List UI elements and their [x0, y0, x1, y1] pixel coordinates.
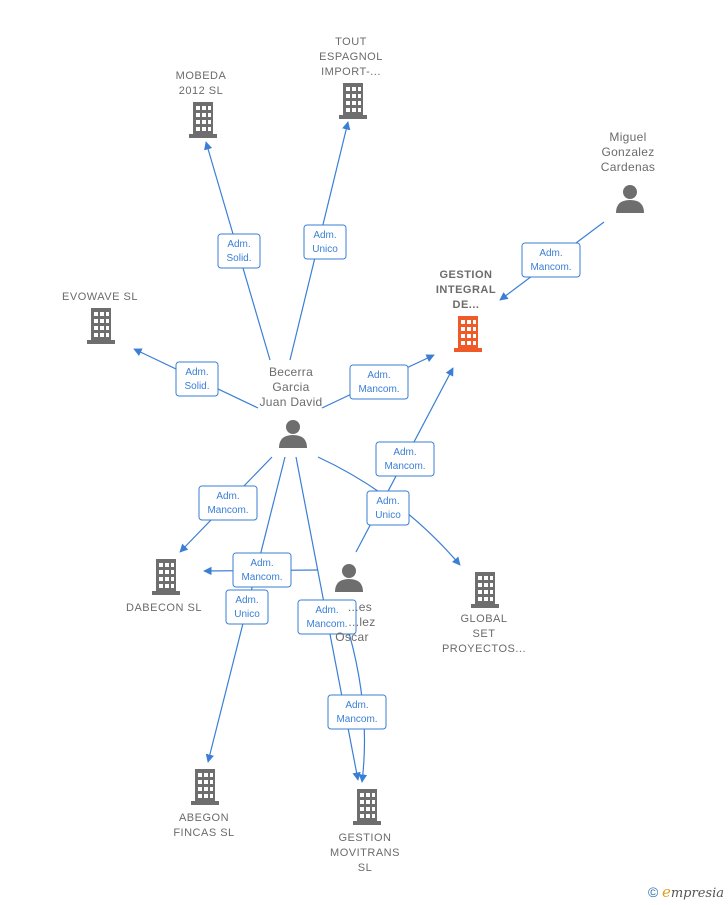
building-icon — [454, 316, 482, 352]
node-label-line: Garcia — [272, 380, 309, 394]
svg-text:Mancom.: Mancom. — [336, 714, 377, 725]
svg-text:Mancom.: Mancom. — [530, 262, 571, 273]
svg-text:Adm.: Adm. — [185, 367, 208, 378]
node-label-line: Cardenas — [601, 160, 655, 174]
svg-text:Adm.: Adm. — [250, 558, 273, 569]
node-label-line: GESTION — [439, 269, 492, 281]
node-label-line: EVOWAVE SL — [62, 291, 138, 303]
badge-becerra-mobeda[interactable]: Adm. Solid. — [217, 233, 261, 269]
brand-name: mpresia — [670, 886, 724, 901]
node-label-line: Juan David — [259, 395, 322, 409]
svg-text:Adm.: Adm. — [393, 447, 416, 458]
node-tout[interactable]: TOUT ESPAGNOL IMPORT-... — [319, 36, 383, 119]
badge-becerra-global[interactable]: Adm. Unico — [366, 490, 410, 526]
badge-oscar-gestion[interactable]: Adm. Mancom. — [375, 441, 435, 477]
svg-text:Adm.: Adm. — [315, 605, 338, 616]
svg-text:Adm.: Adm. — [235, 595, 258, 606]
node-label-line: INTEGRAL — [436, 284, 496, 296]
node-label-line: MOVITRANS — [330, 847, 400, 859]
badge-becerra-evowave[interactable]: Adm. Solid. — [175, 361, 219, 397]
person-icon — [616, 185, 644, 213]
svg-text:Adm.: Adm. — [345, 700, 368, 711]
node-label-line: GLOBAL — [460, 613, 507, 625]
building-icon — [339, 83, 367, 119]
copyright-symbol: © — [648, 884, 659, 900]
node-label-line: GESTION — [338, 832, 391, 844]
node-label-line: PROYECTOS... — [442, 643, 526, 655]
node-gestion-integral[interactable]: GESTION INTEGRAL DE... — [436, 269, 496, 352]
brand-initial: e — [661, 883, 671, 901]
svg-text:Adm.: Adm. — [376, 496, 399, 507]
empresia-logo: © empresia — [648, 883, 724, 901]
badge-oscar-dabecon[interactable]: Adm. Mancom. — [232, 552, 292, 588]
node-gestion-movitrans[interactable]: GESTION MOVITRANS SL — [330, 789, 400, 874]
svg-text:Unico: Unico — [234, 609, 260, 620]
badge-becerra-dabecon[interactable]: Adm. Mancom. — [198, 485, 258, 521]
building-icon — [471, 572, 499, 608]
building-icon — [191, 769, 219, 805]
node-label-line: Oscar — [335, 630, 369, 644]
node-dabecon[interactable]: DABECON SL — [126, 559, 202, 614]
svg-text:Unico: Unico — [312, 244, 338, 255]
building-icon — [87, 308, 115, 344]
svg-text:Mancom.: Mancom. — [384, 461, 425, 472]
node-global-set[interactable]: GLOBAL SET PROYECTOS... — [442, 572, 526, 655]
node-label-line: Miguel — [609, 130, 646, 144]
badge-becerra-abegon[interactable]: Adm. Unico — [225, 589, 269, 625]
node-label-line: ...lez — [348, 615, 375, 629]
node-label-line: ...es — [348, 600, 372, 614]
building-icon — [189, 102, 217, 138]
node-label-line: TOUT — [335, 36, 367, 48]
node-label-line: DE... — [453, 299, 480, 311]
svg-text:Solid.: Solid. — [184, 381, 209, 392]
node-label-line: IMPORT-... — [321, 66, 381, 78]
svg-text:Mancom.: Mancom. — [306, 619, 347, 630]
node-becerra[interactable]: Becerra Garcia Juan David — [259, 365, 322, 448]
node-evowave[interactable]: EVOWAVE SL — [62, 291, 138, 344]
node-label-line: SET — [473, 628, 496, 640]
node-label-line: Becerra — [269, 365, 313, 379]
node-label-line: FINCAS SL — [173, 827, 234, 839]
svg-text:Adm.: Adm. — [539, 248, 562, 259]
node-mobeda[interactable]: MOBEDA 2012 SL — [176, 70, 227, 138]
node-label-line: ABEGON — [179, 812, 229, 824]
badge-becerra-movitrans[interactable]: Adm. Mancom. — [297, 599, 357, 635]
svg-text:Adm.: Adm. — [313, 230, 336, 241]
building-icon — [353, 789, 381, 825]
node-miguel[interactable]: Miguel Gonzalez Cardenas — [601, 130, 655, 213]
svg-text:Unico: Unico — [375, 510, 401, 521]
svg-text:Adm.: Adm. — [227, 239, 250, 250]
edge-badges: Adm. Solid. Adm. Unico Adm. Mancom. Adm. Sol… — [175, 224, 581, 730]
svg-text:Adm.: Adm. — [367, 370, 390, 381]
node-label-line: Gonzalez — [601, 145, 654, 159]
node-label-line: SL — [358, 862, 372, 874]
node-abegon[interactable]: ABEGON FINCAS SL — [173, 769, 234, 839]
badge-becerra-tout[interactable]: Adm. Unico — [303, 224, 347, 260]
svg-text:Mancom.: Mancom. — [358, 384, 399, 395]
edges — [133, 121, 605, 783]
node-label-line: 2012 SL — [179, 85, 223, 97]
svg-text:Adm.: Adm. — [216, 491, 239, 502]
badge-miguel-gestion[interactable]: Adm. Mancom. — [521, 242, 581, 278]
node-label-line: DABECON SL — [126, 602, 202, 614]
node-label-line: MOBEDA — [176, 70, 227, 82]
svg-text:Mancom.: Mancom. — [207, 505, 248, 516]
svg-text:Mancom.: Mancom. — [241, 572, 282, 583]
svg-text:Solid.: Solid. — [226, 253, 251, 264]
person-icon — [279, 420, 307, 448]
node-label-line: ESPAGNOL — [319, 51, 383, 63]
person-icon — [335, 564, 363, 592]
badge-oscar-movitrans[interactable]: Adm. Mancom. — [327, 694, 387, 730]
node-oscar[interactable]: ...es ...lez Oscar — [335, 564, 376, 644]
building-icon — [152, 559, 180, 595]
badge-becerra-gestion[interactable]: Adm. Mancom. — [349, 364, 409, 400]
